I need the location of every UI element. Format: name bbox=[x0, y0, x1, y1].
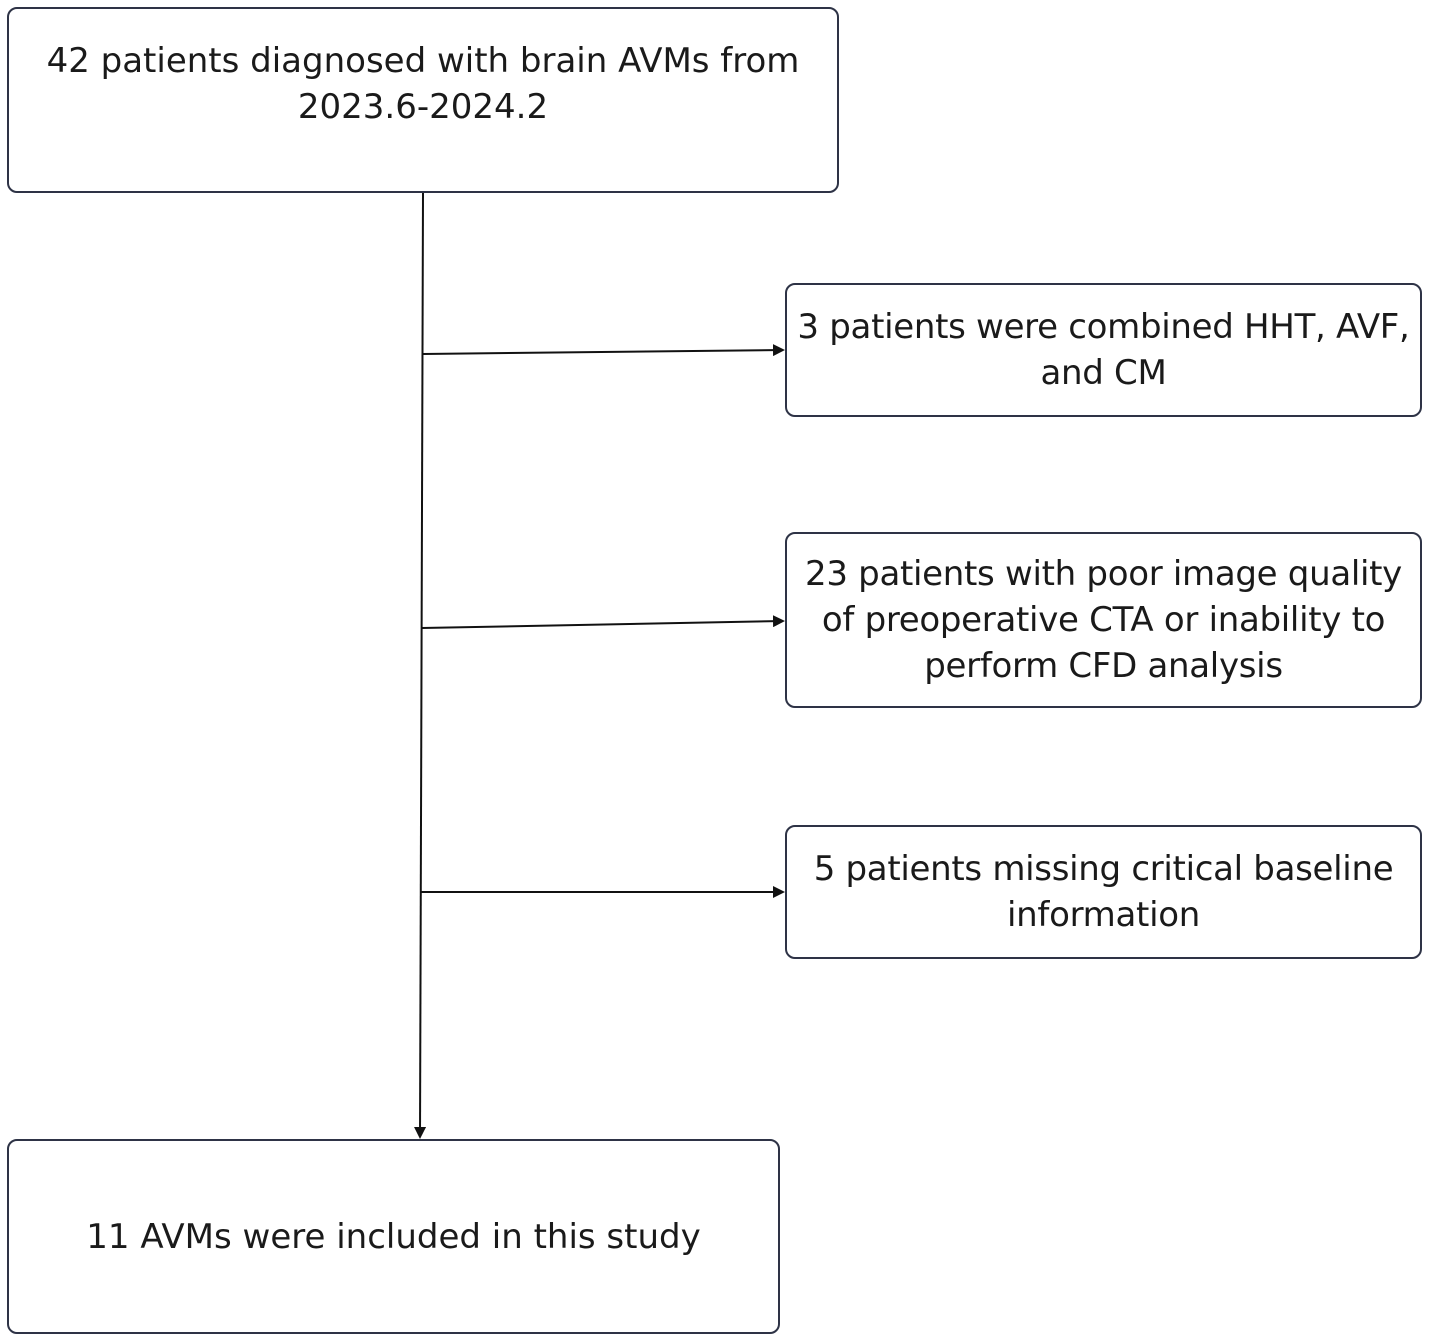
exclusion-3-line-1: 5 patients missing critical baseline bbox=[813, 849, 1394, 889]
start-text-line-1: 42 patients diagnosed with brain AVMs fr… bbox=[46, 41, 800, 81]
exclusion-arrow-2 bbox=[421, 615, 785, 629]
start-box: 42 patients diagnosed with brain AVMs fr… bbox=[7, 7, 839, 193]
result-box: 11 AVMs were included in this study bbox=[7, 1139, 780, 1334]
exclusion-1-line-2: and CM bbox=[1040, 353, 1167, 393]
exclusion-2-line-2: of preoperative CTA or inability to bbox=[821, 600, 1386, 640]
exclusion-1-line-1: 3 patients were combined HHT, AVF, bbox=[797, 307, 1410, 347]
exclusion-3-line-2: information bbox=[1007, 895, 1200, 935]
exclusion-2-line-1: 23 patients with poor image quality bbox=[804, 554, 1403, 594]
exclusion-2-line-3: perform CFD analysis bbox=[924, 646, 1283, 686]
exclusion-box-1: 3 patients were combined HHT, AVF, and C… bbox=[785, 283, 1422, 417]
result-text-line-1: 11 AVMs were included in this study bbox=[86, 1216, 701, 1257]
exclusion-box-2: 23 patients with poor image quality of p… bbox=[785, 532, 1422, 708]
start-text-line-2: 2023.6-2024.2 bbox=[297, 87, 549, 127]
exclusion-arrow-1 bbox=[422, 344, 785, 357]
main-flow-arrow bbox=[414, 192, 427, 1139]
exclusion-box-3: 5 patients missing critical baseline inf… bbox=[785, 825, 1422, 959]
